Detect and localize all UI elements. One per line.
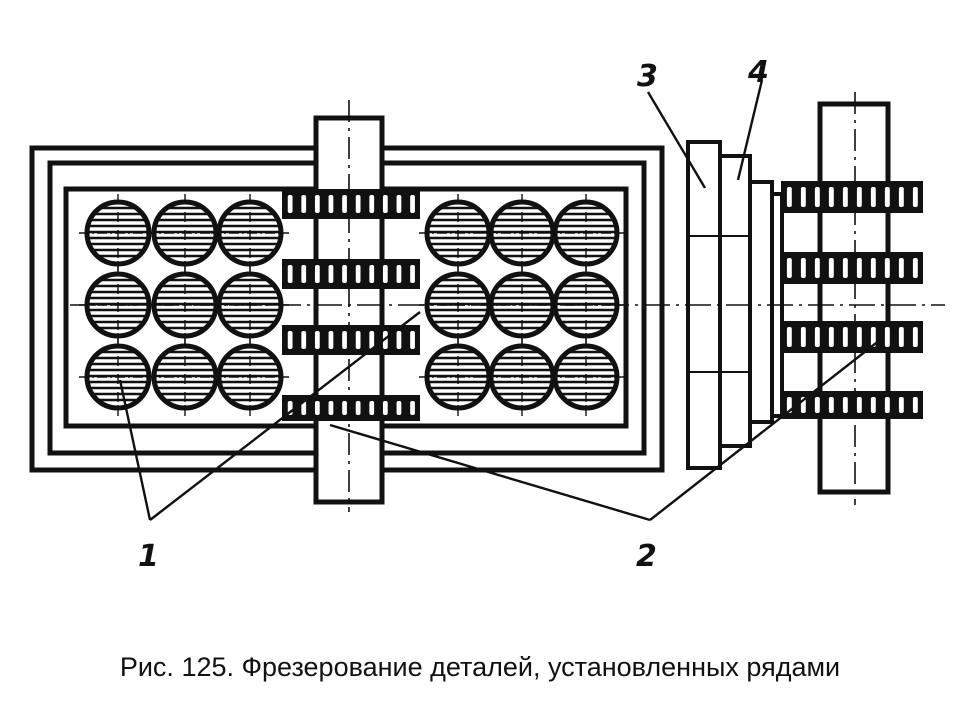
cutter [781,252,923,284]
right-arbor [817,92,891,505]
left-arbor [313,100,385,512]
cutter [282,259,420,289]
workpiece [419,194,497,272]
workpiece [483,194,561,272]
cutter [282,325,420,355]
cutter [282,395,420,421]
cutter [282,189,420,219]
callout-4: 4 [747,55,769,90]
cutter [781,181,923,213]
figure-caption: Рис. 125. Фрезерование деталей, установл… [119,652,841,682]
workpiece [211,338,289,416]
workpiece [79,338,157,416]
cutter-stack-left [282,189,420,421]
workpiece [547,194,625,272]
workpiece [211,194,289,272]
workpiece [79,194,157,272]
cutter [781,391,923,419]
cutter [781,321,923,353]
callout-2: 2 [636,539,657,574]
workpiece-grid-right [419,194,625,416]
leader-lines [118,79,881,522]
milling-diagram: 1 2 3 4 [29,55,945,574]
callout-3: 3 [637,59,658,94]
callout-1: 1 [138,539,159,574]
workpiece [483,338,561,416]
cutter-stack-right [781,181,923,419]
workpiece [547,338,625,416]
workpiece [146,338,224,416]
